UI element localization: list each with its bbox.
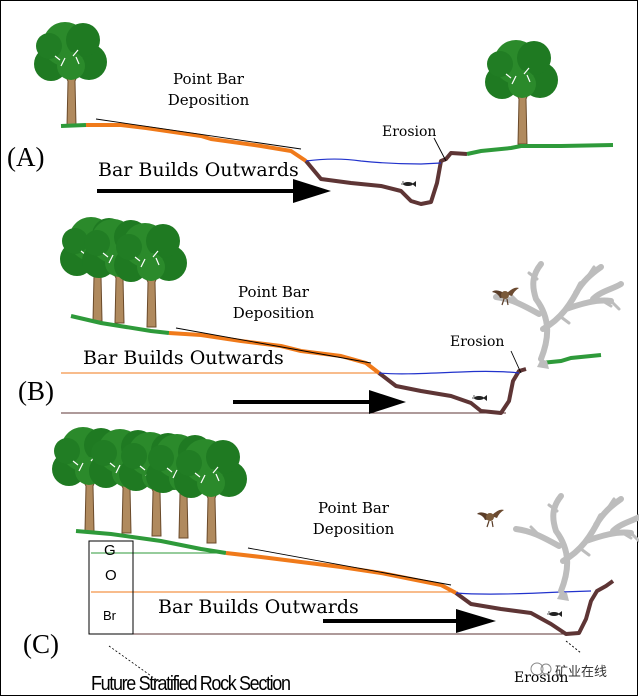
- panel-c: [51, 426, 639, 684]
- future-stratified-rock-section-caption: Future Stratified Rock Section: [91, 673, 291, 695]
- erosion-label: Erosion: [450, 334, 505, 350]
- erosion-label: Erosion: [382, 124, 437, 140]
- panel-b: [59, 216, 621, 415]
- point-bar-text: Point Bar: [238, 283, 309, 301]
- point-bar-text: Point Bar: [318, 499, 389, 517]
- bar-builds-outwards-label: Bar Builds Outwards: [98, 159, 299, 181]
- panel-label-b: (B): [18, 376, 54, 406]
- watermark-text: 矿业在线: [555, 665, 608, 680]
- point-bar-text: Point Bar: [173, 70, 244, 88]
- watermark-icon: [530, 662, 552, 676]
- deposition-text: Deposition: [232, 304, 315, 322]
- rock-layer-br: Br: [103, 608, 116, 623]
- panel-a: [33, 21, 614, 206]
- deposition-text: Deposition: [167, 91, 250, 109]
- rock-layer-g: G: [104, 542, 116, 559]
- bar-builds-outwards-label: Bar Builds Outwards: [158, 596, 359, 618]
- panel-label-a: (A): [7, 142, 45, 172]
- panel-label-c: (C): [23, 629, 59, 659]
- point-bar-deposition-label: Point Bar Deposition: [301, 498, 406, 540]
- rock-layer-o: O: [105, 567, 117, 584]
- erosion-label: Erosion: [514, 670, 569, 686]
- point-bar-deposition-label: Point Bar Deposition: [156, 69, 261, 111]
- bar-builds-outwards-label: Bar Builds Outwards: [83, 347, 284, 369]
- deposition-text: Deposition: [312, 520, 395, 538]
- point-bar-deposition-label: Point Bar Deposition: [221, 282, 326, 324]
